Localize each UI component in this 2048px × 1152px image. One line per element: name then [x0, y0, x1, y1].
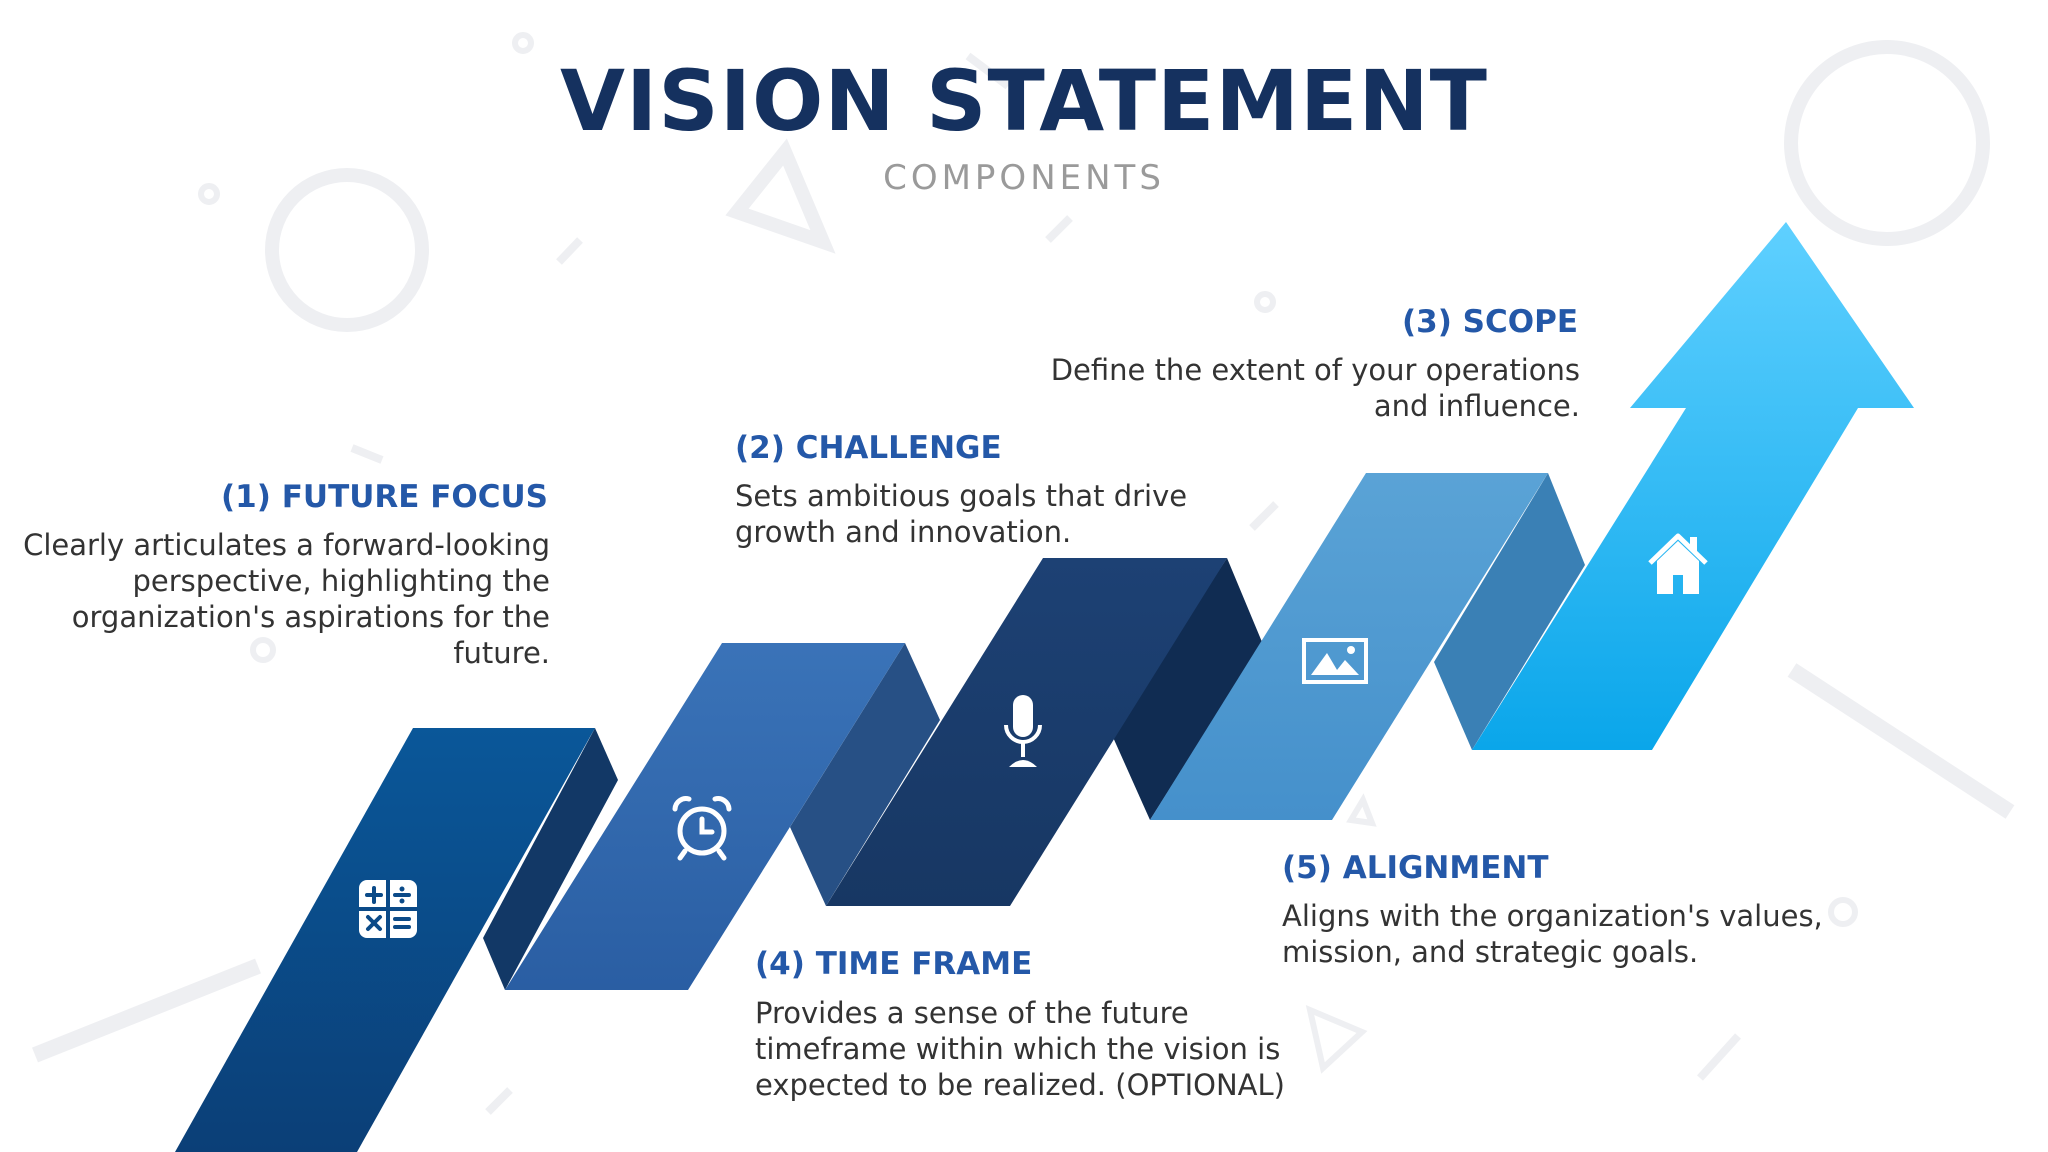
home-icon: [1648, 533, 1708, 594]
step-4-line: expected to be realized. (OPTIONAL): [755, 1068, 1285, 1102]
calculator-icon: [359, 880, 417, 938]
deco-triangle-top: [725, 138, 836, 254]
fold-4: [1434, 473, 1585, 750]
ribbon-segment-2: [505, 643, 905, 990]
step-1-description: Clearly articulates a forward-looking pe…: [0, 527, 550, 671]
step-1-line: Clearly articulates a forward-looking: [23, 528, 550, 562]
page-subtitle: COMPONENTS: [883, 158, 1165, 198]
step-3-line: Define the extent of your operations: [1050, 353, 1580, 387]
deco-circle-large-right: [1784, 40, 1990, 246]
step-3-line: and influence.: [1373, 389, 1580, 423]
ribbon-segment-4: [1150, 473, 1548, 820]
page-title: VISION STATEMENT: [560, 52, 1488, 150]
step-4-description: Provides a sense of the future timeframe…: [755, 995, 1315, 1103]
step-2-description: Sets ambitious goals that drive growth a…: [735, 478, 1255, 550]
fold-1: [483, 728, 618, 990]
step-4-line: timeframe within which the vision is: [755, 1032, 1281, 1066]
image-icon: [1302, 638, 1368, 684]
alarm-clock-icon: [672, 796, 732, 861]
arrow-head-segment: [1472, 222, 1914, 750]
ribbon-segment-1: [175, 728, 595, 1152]
step-5-description: Aligns with the organization's values, m…: [1282, 898, 1842, 970]
step-4-heading: (4) TIME FRAME: [755, 946, 1033, 982]
microphone-icon: [1004, 695, 1042, 767]
step-5-heading: (5) ALIGNMENT: [1282, 850, 1549, 886]
step-5-line: Aligns with the organization's values,: [1282, 899, 1823, 933]
step-1-line: perspective, highlighting the: [132, 564, 551, 598]
step-3-description: Define the extent of your operations and…: [1020, 352, 1580, 424]
step-2-heading: (2) CHALLENGE: [735, 430, 1002, 466]
fold-3: [1112, 558, 1262, 820]
step-2-line: Sets ambitious goals that drive: [735, 479, 1188, 513]
deco-circle-left: [265, 168, 429, 332]
fold-2: [790, 643, 940, 906]
step-4-line: Provides a sense of the future: [755, 996, 1189, 1030]
step-2-line: growth and innovation.: [735, 515, 1072, 549]
step-3-heading: (3) SCOPE: [1401, 304, 1578, 340]
step-1-heading: (1) FUTURE FOCUS: [221, 479, 548, 515]
step-1-line: future.: [453, 636, 550, 670]
step-1-line: organization's aspirations for the: [71, 600, 550, 634]
step-5-line: mission, and strategic goals.: [1282, 935, 1699, 969]
